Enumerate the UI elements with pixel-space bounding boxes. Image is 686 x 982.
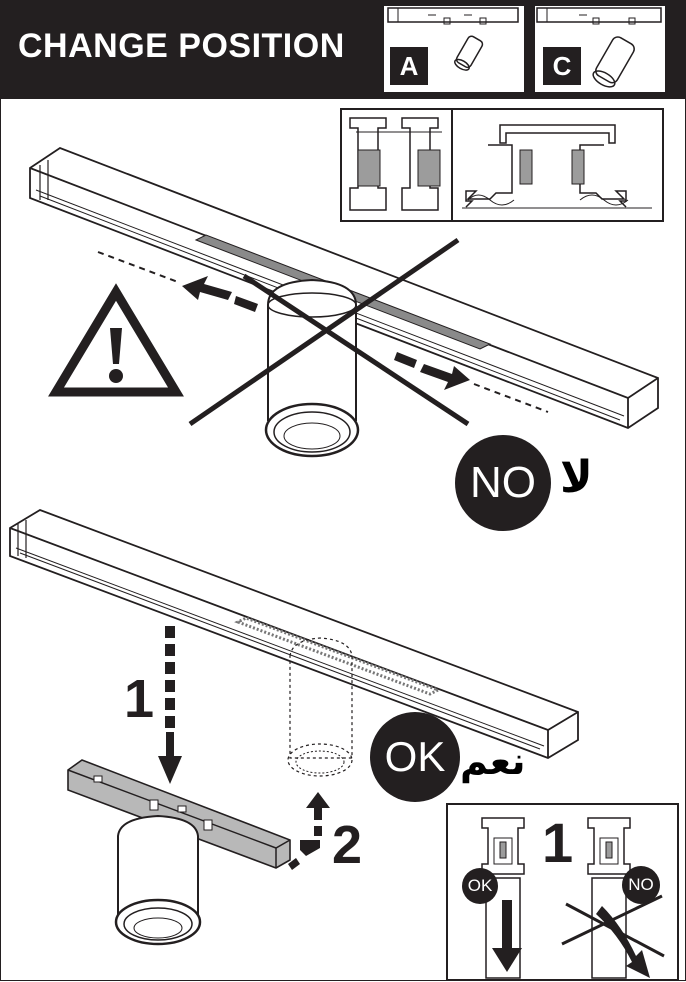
ok-label: OK bbox=[384, 733, 446, 780]
inset-step-number: 1 bbox=[542, 811, 574, 874]
spotlight-ghost bbox=[287, 637, 353, 777]
spotlight-bottom bbox=[114, 814, 202, 946]
page-title: CHANGE POSITION bbox=[18, 27, 345, 65]
variant-c-badge: C bbox=[541, 45, 583, 87]
variant-c-track-icon bbox=[536, 7, 662, 88]
spotlight-top bbox=[264, 278, 360, 458]
no-badge: NO bbox=[455, 435, 551, 531]
slide-arrows-top bbox=[97, 251, 549, 413]
ok-label-arabic: نعم bbox=[460, 739, 526, 783]
step-2-arrow bbox=[288, 792, 330, 870]
step-1-number: 1 bbox=[124, 669, 155, 729]
step-1-arrow bbox=[158, 626, 182, 784]
variant-a-badge: A bbox=[388, 45, 430, 87]
track-connector-module bbox=[67, 759, 291, 869]
profile-section-inset bbox=[340, 108, 664, 222]
inset-no-label: NO bbox=[628, 875, 654, 894]
no-label: NO bbox=[470, 458, 536, 507]
inset-no-badge: NO bbox=[622, 866, 660, 904]
variant-a-track-icon bbox=[387, 7, 519, 71]
header-bar: CHANGE POSITION A bbox=[0, 0, 686, 99]
ok-badge: OK bbox=[370, 712, 460, 802]
step-2-number: 2 bbox=[332, 815, 363, 875]
track-rail-bottom bbox=[9, 509, 579, 759]
prohibited-cross bbox=[188, 237, 470, 427]
inset-ok-label: OK bbox=[467, 876, 493, 895]
no-label-arabic: لا bbox=[560, 452, 593, 503]
inset-ok-badge: OK bbox=[462, 868, 498, 904]
warning-icon bbox=[48, 283, 184, 397]
